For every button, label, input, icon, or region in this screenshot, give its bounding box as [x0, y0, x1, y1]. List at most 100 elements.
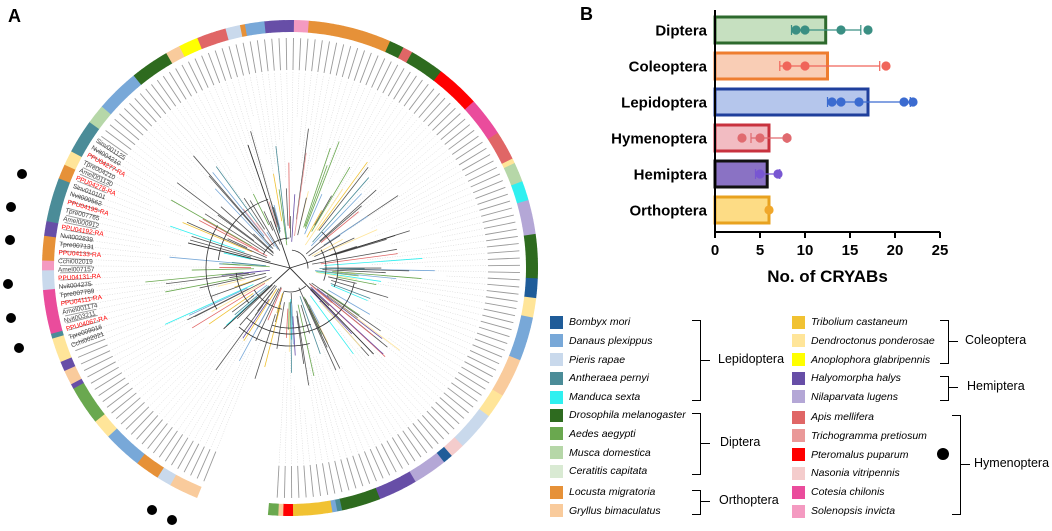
leaf-label-mark — [106, 387, 133, 408]
tree-branch — [191, 268, 255, 271]
tree-branch — [314, 195, 332, 226]
leaf-label-mark — [315, 464, 322, 497]
leaf-label-mark — [448, 129, 475, 150]
tree-branch — [332, 270, 422, 279]
leader-line — [316, 356, 347, 456]
ring-segment — [503, 364, 517, 375]
legend-swatch — [550, 353, 563, 367]
highlight-dot — [147, 505, 157, 515]
leader-line — [220, 84, 259, 186]
ring-segment — [179, 43, 190, 57]
tree-branch — [215, 305, 264, 371]
tree-branch — [310, 295, 354, 355]
leaf-label-mark — [60, 271, 93, 274]
legend-swatch — [792, 315, 805, 329]
leader-line — [349, 353, 402, 430]
tree-branch — [250, 284, 268, 298]
ring-segment — [379, 484, 390, 498]
leaf-label-mark — [447, 387, 474, 408]
tree-branch — [263, 211, 274, 231]
leaf-label-mark — [418, 93, 440, 118]
leader-line — [353, 145, 444, 218]
ring-segment — [397, 47, 409, 61]
leaf-label-mark — [304, 38, 309, 71]
ring-segment — [114, 434, 127, 448]
tree-branch — [285, 308, 289, 338]
leader-line — [106, 199, 166, 222]
leader-line — [409, 204, 476, 228]
leaf-label-mark — [413, 88, 435, 114]
leader-line — [99, 285, 220, 316]
ring-segment — [101, 102, 115, 115]
data-point — [764, 205, 774, 215]
leader-line — [299, 72, 306, 145]
ring-segment — [52, 191, 66, 201]
ring-segment — [42, 283, 55, 291]
leader-line — [95, 281, 173, 291]
leaf-label-mark — [69, 200, 101, 212]
legend-item: Apis mellifera — [792, 409, 874, 425]
tree-arc — [321, 231, 339, 287]
ring-segment — [111, 91, 125, 104]
legend-item: Cotesia chilonis — [792, 484, 885, 500]
ring-segment — [388, 480, 399, 494]
ring-segment — [383, 482, 394, 496]
ring-segment — [525, 253, 538, 260]
legend-species-name: Danaus plexippus — [569, 334, 653, 347]
ring-segment — [307, 20, 315, 34]
leader-line — [122, 165, 167, 194]
tree-branch — [298, 287, 337, 371]
legend-item: Locusta migratoria — [550, 484, 655, 500]
tree-branch — [289, 267, 374, 355]
leader-line — [433, 210, 478, 225]
ring-segment — [91, 410, 105, 422]
data-point — [755, 133, 765, 143]
legend-item: Pteromalus puparum — [792, 447, 908, 463]
ring-segment — [454, 433, 467, 447]
leader-line — [181, 104, 234, 183]
leader-line — [304, 74, 324, 184]
leader-line — [104, 205, 182, 232]
tree-branch — [202, 218, 259, 251]
leader-line — [97, 287, 183, 304]
tree-branch — [187, 242, 291, 269]
leader-line — [365, 299, 471, 345]
ring-segment — [524, 238, 537, 246]
ring-segment — [512, 342, 526, 352]
leader-line — [399, 326, 463, 361]
ring-segment — [511, 181, 525, 191]
ring-segment — [60, 168, 74, 179]
leaf-label-mark — [86, 160, 115, 177]
ring-segment — [436, 449, 449, 463]
ring-segment — [357, 492, 367, 506]
legend-swatch — [550, 334, 563, 348]
leader-line — [439, 299, 482, 309]
legend-swatch — [792, 334, 805, 348]
leaf-label-mark — [480, 320, 512, 331]
tree-branch — [273, 206, 281, 232]
legend-species-name: Antheraea pernyi — [569, 372, 649, 385]
ring-segment — [187, 482, 198, 497]
leader-line — [375, 320, 457, 372]
ring-segment — [133, 450, 145, 464]
leaf-label-mark — [164, 434, 184, 462]
legend-species-name: Bombyx mori — [569, 316, 631, 328]
tree-branch — [278, 189, 288, 246]
legend-species-name: Gryllus bimaculatus — [569, 504, 661, 517]
ring-segment — [487, 132, 501, 144]
ring-segment — [303, 20, 310, 33]
leaf-label-mark — [479, 200, 511, 211]
tree-arc — [271, 323, 311, 329]
ring-segment — [461, 97, 475, 110]
leaf-label-mark — [221, 48, 232, 79]
legend-swatch — [792, 390, 805, 404]
ring-segment — [523, 229, 536, 237]
leader-line — [345, 140, 440, 221]
ring-segment — [83, 398, 97, 410]
leaf-label-mark — [74, 187, 105, 200]
tree-branch — [334, 238, 387, 256]
tree-branch — [264, 305, 281, 368]
leader-line — [137, 337, 205, 392]
leader-line — [339, 97, 388, 182]
tree-arc — [246, 282, 355, 335]
